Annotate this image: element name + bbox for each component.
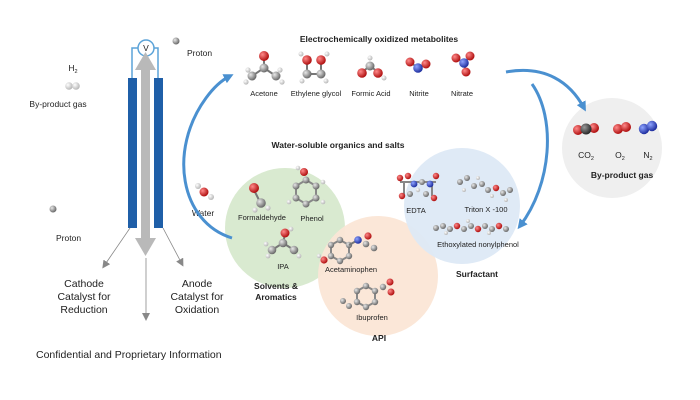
nitrite-molecule-icon <box>405 57 431 73</box>
water-h-atom-icon <box>208 194 214 200</box>
water-soluble-title: Water-soluble organics and salts <box>272 140 405 150</box>
ibuprofen-label: Ibuprofen <box>356 313 388 322</box>
formic-acid-molecule-icon <box>357 55 387 81</box>
triton-x-100-label: Triton X -100 <box>464 205 507 214</box>
proton-top: Proton <box>172 37 212 58</box>
co2-molecule-icon <box>573 123 599 135</box>
n2-molecule-icon <box>638 120 658 135</box>
ipa-label: IPA <box>277 262 289 271</box>
acetaminophen-molecule-icon <box>316 232 378 265</box>
anode-pointer-arrow <box>162 227 184 267</box>
ethylene-glycol-label: Ethylene glycol <box>291 89 342 98</box>
circle-byproduct-gas <box>562 98 662 198</box>
svg-text:Catalyst for: Catalyst for <box>57 291 111 303</box>
water-label: Water <box>192 208 215 218</box>
byproduct-gas-left: H2 By-product gas <box>29 63 86 109</box>
phenol-label: Phenol <box>300 214 324 223</box>
acetaminophen-label: Acetaminophen <box>325 265 377 274</box>
o2-molecule-icon <box>613 122 631 134</box>
svg-text:Cathode: Cathode <box>64 278 104 290</box>
water-h-atom-icon <box>195 183 201 189</box>
ethoxylated-nonylphenol-label: Ethoxylated nonylphenol <box>437 240 519 249</box>
flow-arrow-to-surfactant <box>517 83 549 230</box>
anode-electrode <box>154 78 163 228</box>
water-molecule: Water <box>192 183 215 218</box>
svg-text:N2: N2 <box>643 150 652 162</box>
nitrite-label: Nitrite <box>409 89 429 98</box>
byproduct-gas-left-label: By-product gas <box>29 99 86 109</box>
n2-base: N <box>643 150 649 160</box>
svg-text:Anode: Anode <box>182 278 213 290</box>
formic-acid-label: Formic Acid <box>351 89 390 98</box>
ipa-molecule-icon <box>263 226 302 259</box>
membrane-arrow-up-icon <box>135 52 156 70</box>
o2-sub: 2 <box>622 156 625 162</box>
edta-molecule-icon <box>396 172 440 202</box>
phenol-molecule-icon <box>286 165 326 208</box>
cathode-electrode <box>128 78 137 228</box>
ethylene-glycol-molecule-icon <box>298 51 330 84</box>
svg-text:CO2: CO2 <box>578 150 594 162</box>
byproduct-gas-right: CO2 O2 N2 By-product gas <box>573 120 658 180</box>
flow-arrow-to-byproduct <box>505 69 586 112</box>
proton-left-label: Proton <box>56 233 81 243</box>
h2-formula-base: H <box>68 63 74 73</box>
svg-text:Catalyst for: Catalyst for <box>170 291 224 303</box>
formaldehyde-label: Formaldehyde <box>238 213 286 222</box>
formaldehyde-molecule-icon <box>249 183 271 213</box>
solvents-aromatics-title-line1: Solvents & <box>254 281 298 291</box>
edta-label: EDTA <box>406 206 425 215</box>
acetone-molecule-icon <box>243 51 285 85</box>
ibuprofen-molecule-icon <box>340 278 395 311</box>
api-title: API <box>372 333 386 343</box>
byproduct-gas-right-label: By-product gas <box>591 170 654 180</box>
water-o-atom-icon <box>199 187 209 197</box>
co2-base: CO <box>578 150 591 160</box>
solvents-aromatics-title-line2: Aromatics <box>255 292 297 302</box>
electrochemical-cell: V <box>102 39 184 321</box>
proton-left: Proton <box>49 205 81 243</box>
nitrate-label: Nitrate <box>451 89 473 98</box>
svg-text:O2: O2 <box>615 150 625 162</box>
proton-top-label: Proton <box>187 48 212 58</box>
acetone-label: Acetone <box>250 89 278 98</box>
h2-molecule-icon <box>72 82 80 90</box>
h2-formula-sub: 2 <box>75 69 78 75</box>
svg-text:Oxidation: Oxidation <box>175 304 220 316</box>
ethoxylated-nonylphenol-molecule-icon <box>433 219 509 235</box>
proton-icon <box>172 37 180 45</box>
triton-x-100-molecule-icon <box>457 175 513 202</box>
membrane-bar <box>141 66 150 240</box>
h2-molecule-icon <box>65 82 73 90</box>
o2-base: O <box>615 150 622 160</box>
metabolites-title: Electrochemically oxidized metabolites <box>300 34 459 44</box>
cathode-pointer-arrow <box>102 227 131 269</box>
proton-icon <box>49 205 57 213</box>
surfactant-title: Surfactant <box>456 269 498 279</box>
nitrate-molecule-icon <box>451 51 475 77</box>
svg-text:H2: H2 <box>68 63 77 75</box>
co2-sub: 2 <box>591 156 594 162</box>
anode-label: Anode Catalyst for Oxidation <box>170 278 224 316</box>
voltmeter-label: V <box>143 43 149 53</box>
flow-arrow-up <box>182 74 234 240</box>
n2-sub: 2 <box>650 156 653 162</box>
confidential-footer: Confidential and Proprietary Information <box>36 349 222 361</box>
svg-text:Reduction: Reduction <box>60 304 107 316</box>
membrane-arrow-down-icon <box>135 238 156 256</box>
cathode-label: Cathode Catalyst for Reduction <box>57 278 111 316</box>
